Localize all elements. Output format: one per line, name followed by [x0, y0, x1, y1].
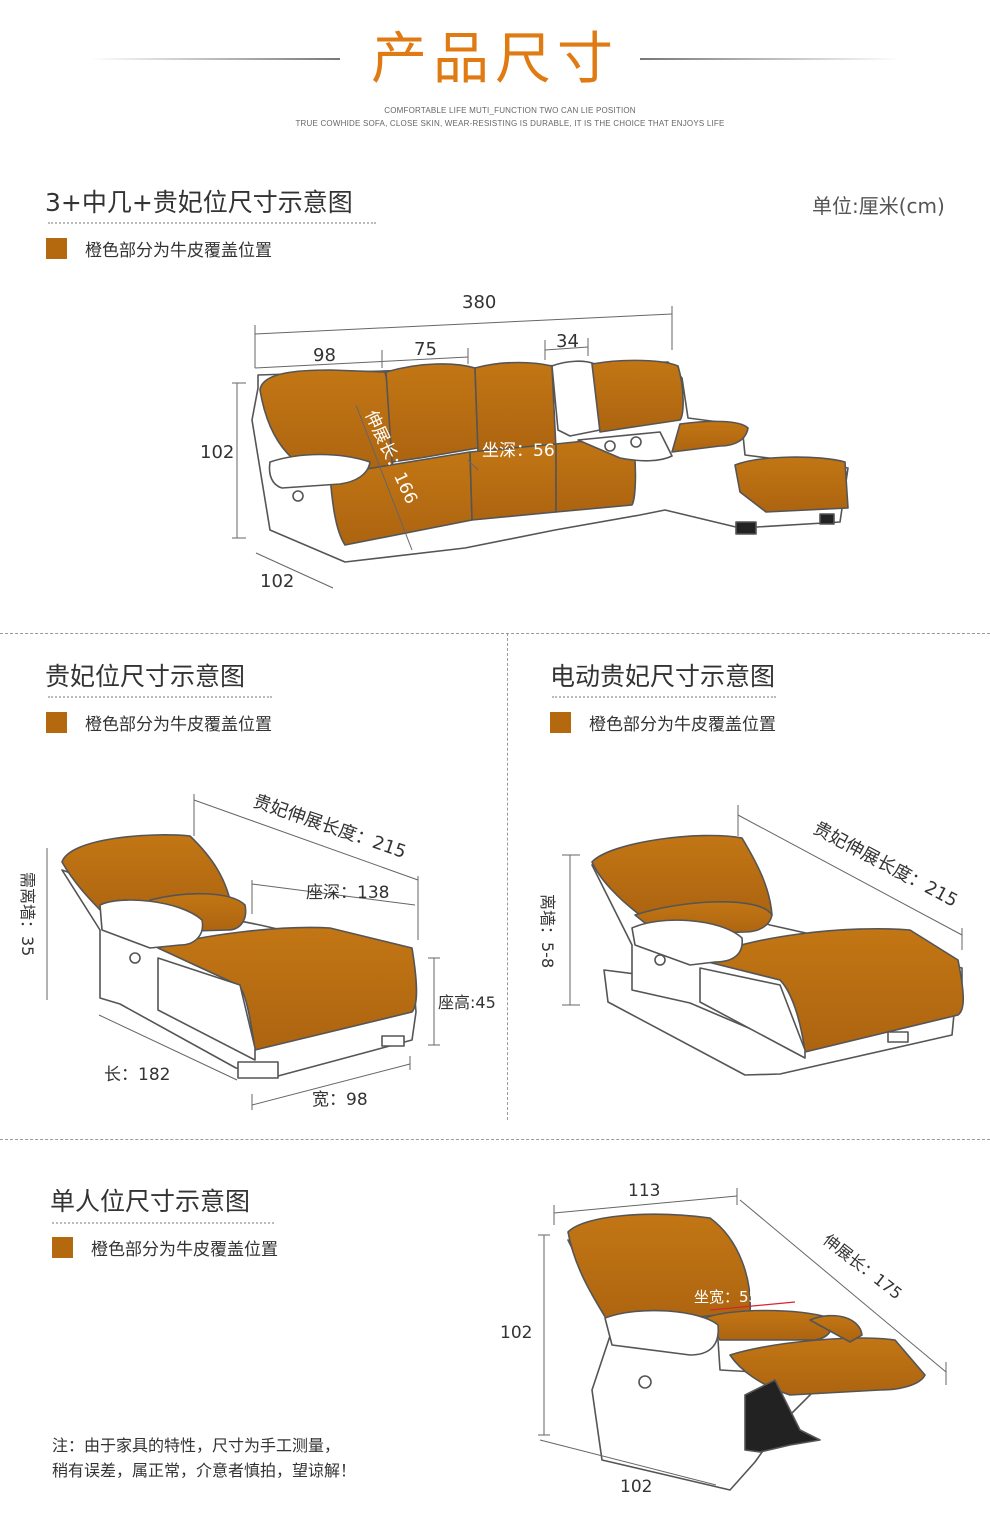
dim-height: 102	[200, 442, 234, 463]
header-line-right	[640, 58, 900, 60]
chaise-dim-width: 宽：98	[312, 1090, 368, 1110]
power-button-icon	[654, 954, 666, 966]
section-divider-1	[0, 633, 990, 634]
note-line-1: 注：由于家具的特性，尺寸为手工测量，	[52, 1436, 341, 1455]
chaise-seat-front	[157, 957, 256, 1061]
sofa1-back-chaise	[591, 359, 684, 433]
sofa1-seat-1	[329, 451, 473, 546]
chaise-foot	[381, 1035, 405, 1047]
recliner-dim-width: 113	[628, 1181, 660, 1201]
recliner-dimension-lines	[538, 1188, 947, 1486]
recliner-dim-depth: 102	[620, 1477, 652, 1497]
chaise-dim-seat-depth: 座深：138	[306, 883, 389, 903]
dim-console-width: 34	[556, 331, 579, 352]
section4-title-underline	[52, 1222, 274, 1224]
recliner-dim-seat-width: 坐宽：55	[694, 1288, 758, 1306]
sofa1-left-arm	[268, 453, 371, 489]
echaise-back	[591, 834, 773, 916]
sofa1-back-3	[474, 361, 557, 453]
sofa1-foot	[819, 513, 835, 525]
legend-text: 橙色部分为牛皮覆盖位置	[85, 241, 272, 261]
sofa1-chaise-arm	[671, 420, 749, 453]
cup-holder	[604, 440, 616, 452]
power-button-icon	[638, 1375, 652, 1389]
recliner-dim-stretch: 伸展长：175	[820, 1230, 906, 1303]
section2-title: 贵妃位尺寸示意图	[45, 662, 246, 691]
header-subtitle-2: TRUE COWHIDE SOFA, CLOSE SKIN, WEAR-RESI…	[295, 119, 725, 128]
page-title: 产品尺寸	[371, 27, 619, 92]
power-button-icon	[292, 490, 304, 502]
chaise-dim-wall: 需离墙：35	[18, 872, 37, 956]
section3-legend: 橙色部分为牛皮覆盖位置	[550, 710, 776, 735]
recliner-back	[567, 1213, 751, 1326]
chaise-dimension-lines	[46, 794, 440, 1110]
header-line-left	[90, 58, 340, 60]
power-button-icon	[129, 952, 141, 964]
section3-title: 电动贵妃尺寸示意图	[550, 662, 776, 691]
seat-width-marker	[709, 1301, 796, 1311]
chaise-arm	[99, 899, 204, 949]
legend-text: 橙色部分为牛皮覆盖位置	[85, 715, 272, 735]
dim-total-width: 380	[462, 292, 496, 313]
section-divider-2	[0, 1139, 990, 1140]
section1-legend: 橙色部分为牛皮覆盖位置	[46, 236, 272, 261]
section3-title-underline	[552, 696, 776, 698]
sofa1-chaise-seat	[734, 456, 849, 513]
chaise-drawing	[61, 834, 418, 1079]
electric-chaise-drawing	[591, 834, 965, 1076]
section2-title-underline	[48, 696, 272, 698]
legend-text: 橙色部分为牛皮覆盖位置	[91, 1240, 278, 1260]
header-subtitle-1: COMFORTABLE LIFE MUTI_FUNCTION TWO CAN L…	[384, 106, 636, 115]
section1-title: 3+中几+贵妃位尺寸示意图	[45, 188, 353, 217]
chaise-foot	[237, 1061, 279, 1079]
recliner-drawing	[567, 1213, 926, 1491]
legend-swatch	[550, 712, 571, 733]
dim-seat-depth: 坐深：56	[482, 441, 555, 461]
legend-swatch	[46, 238, 67, 259]
sectional-sofa-drawing	[251, 359, 849, 563]
dim-seat2-width: 75	[414, 339, 437, 360]
dim-seat1-width: 98	[313, 345, 336, 366]
sofa1-back-2	[385, 363, 479, 463]
echaise-dim-stretch: 贵妃伸展长度：215	[810, 818, 961, 912]
echaise-seat-front	[699, 967, 806, 1059]
recliner-cushion-right	[809, 1314, 863, 1343]
chaise-dim-stretch: 贵妃伸展长度：215	[250, 791, 408, 863]
chaise-seat	[157, 926, 418, 1051]
section4-title: 单人位尺寸示意图	[50, 1187, 251, 1216]
legend-swatch	[52, 1237, 73, 1258]
recliner-seat	[704, 1309, 833, 1341]
recliner-footrest	[729, 1337, 926, 1396]
recliner-mechanism	[744, 1379, 821, 1453]
section1-title-underline	[48, 222, 376, 224]
recliner-arm	[604, 1309, 719, 1356]
echaise-dim-wall: 离墙：5-8	[538, 894, 557, 968]
sofa1-console-tray	[577, 431, 673, 462]
echaise-foot	[887, 1031, 909, 1043]
echaise-arm	[631, 919, 743, 966]
echaise-dimension-lines	[562, 805, 963, 1006]
section4-legend: 橙色部分为牛皮覆盖位置	[52, 1235, 278, 1260]
echaise-seat	[699, 928, 965, 1053]
sofa1-console	[551, 360, 601, 437]
sofa1-dimension-lines	[232, 306, 673, 589]
sofa1-foot	[735, 521, 757, 535]
recliner-dim-height: 102	[500, 1323, 532, 1343]
note-line-2: 稍有误差，属正常，介意者慎拍，望谅解！	[52, 1461, 357, 1480]
chaise-dim-length: 长：182	[104, 1065, 170, 1085]
cup-holder	[630, 436, 642, 448]
legend-text: 橙色部分为牛皮覆盖位置	[589, 715, 776, 735]
unit-label: 单位:厘米(cm)	[812, 194, 945, 218]
chaise-dim-seat-height: 座高:45	[438, 993, 496, 1012]
section-divider-vertical	[507, 633, 508, 1120]
section2-legend: 橙色部分为牛皮覆盖位置	[46, 710, 272, 735]
dim-depth: 102	[260, 571, 294, 592]
legend-swatch	[46, 712, 67, 733]
